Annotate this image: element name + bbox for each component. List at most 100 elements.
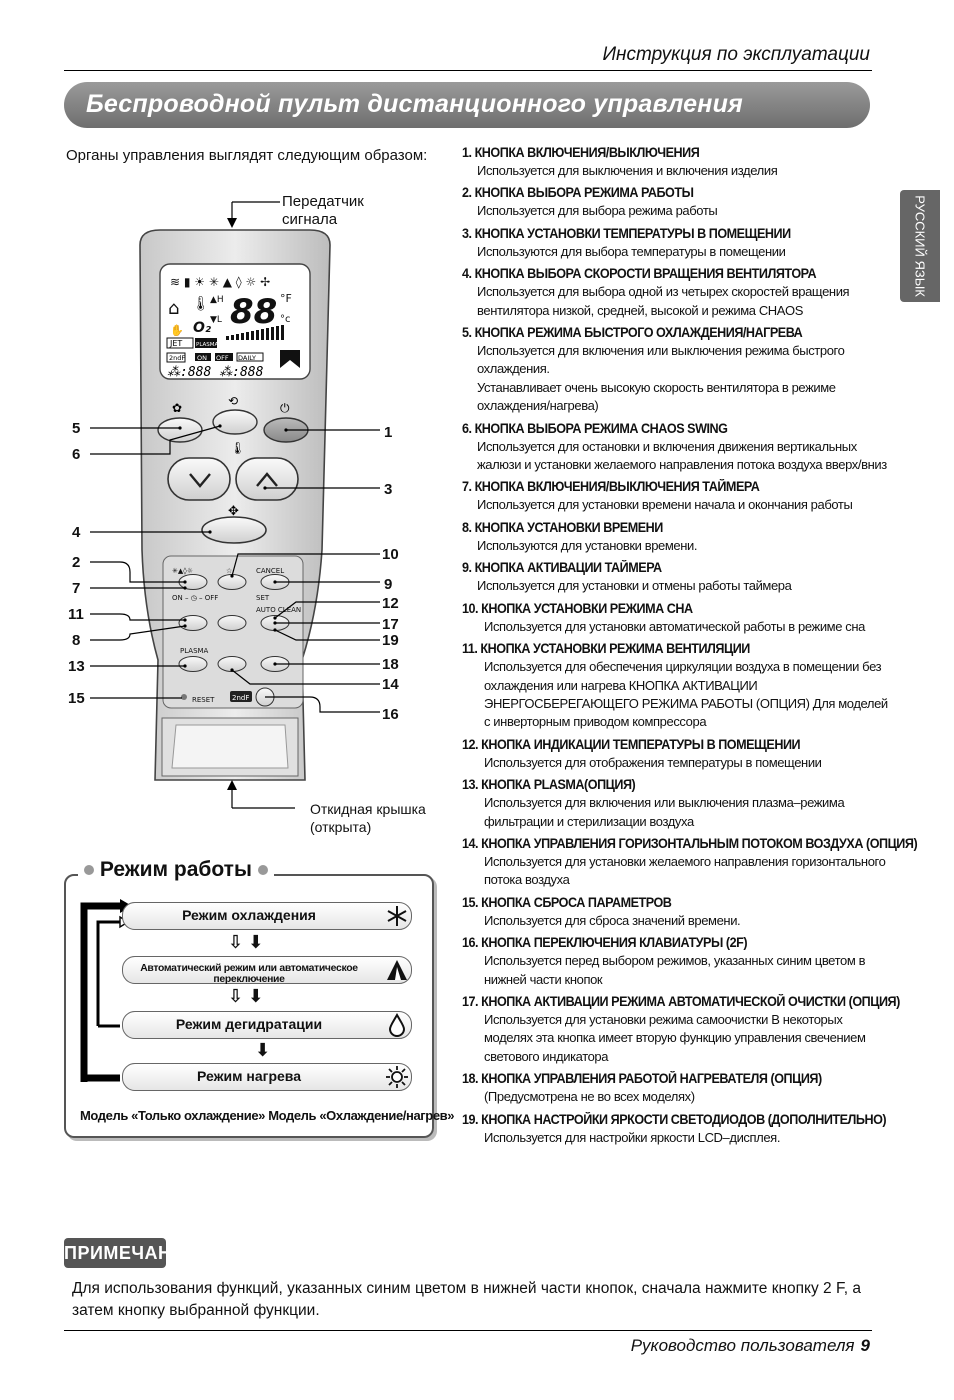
list-item-description: Используется для установки и отмены рабо…	[477, 578, 792, 594]
fan-mode-button[interactable]	[178, 615, 208, 631]
auto-mode-icon	[387, 960, 407, 980]
temp-down-button[interactable]	[167, 457, 231, 501]
jet-mode-button[interactable]	[157, 417, 203, 443]
list-item-description: Используется для установки времени начал…	[477, 497, 853, 513]
callout-14: 14	[382, 676, 399, 693]
header-title: Инструкция по эксплуатации	[602, 44, 870, 65]
list-item-description: Используется для выбора режима работы	[477, 203, 718, 219]
callout-12: 12	[382, 595, 399, 612]
list-item-title: 5. КНОПКА РЕЖИМА БЫСТРОГО ОХЛАЖДЕНИЯ/НАГ…	[462, 325, 803, 341]
list-item-title: 19. КНОПКА НАСТРОЙКИ ЯРКОСТИ СВЕТОДИОДОВ…	[462, 1111, 887, 1127]
svg-text:▼L: ▼L	[210, 315, 222, 325]
list-item-title: 15. КНОПКА СБРОСА ПАРАМЕТРОВ	[462, 894, 672, 910]
modes-footer: Модель «Только охлаждение» Модель «Охлаж…	[80, 1108, 455, 1123]
footer: Руководство пользователя 9	[560, 1336, 870, 1356]
svg-text:✳▲◊☼: ✳▲◊☼	[172, 567, 193, 575]
list-item-description: Используется для включения или выключени…	[477, 343, 845, 377]
mode-auto: Автоматический режим или автоматическое …	[122, 956, 412, 985]
callout-10: 10	[382, 546, 399, 563]
list-item-description: Используется для настройки яркости LCD–д…	[484, 1129, 781, 1145]
callout-2: 2	[72, 554, 81, 571]
footer-rule	[64, 1330, 872, 1331]
list-item-title: 4. КНОПКА ВЫБОРА СКОРОСТИ ВРАЩЕНИЯ ВЕНТИ…	[462, 266, 817, 282]
plasma-label: PLASMA	[180, 647, 209, 655]
list-item-title: 2. КНОПКА ВЫБОРА РЕЖИМА РАБОТЫ	[462, 185, 694, 201]
list-item-description: Используется для установки режима самооч…	[484, 1011, 866, 1064]
intro-text: Органы управления выглядят следующим обр…	[66, 147, 428, 164]
note-badge: ПРИМЕЧАНИЕ	[64, 1238, 197, 1268]
list-item-description: Используется для установки автоматическо…	[484, 618, 865, 634]
chevron-up-icon	[256, 472, 278, 487]
list-item: 4. КНОПКА ВЫБОРА СКОРОСТИ ВРАЩЕНИЯ ВЕНТИ…	[462, 265, 892, 320]
thermometer-icon: 🌡	[230, 441, 245, 455]
reset-button[interactable]	[181, 694, 187, 700]
jet-icon: ✿	[172, 401, 182, 415]
language-tab-label: РУССКИЙ ЯЗЫК	[912, 195, 928, 297]
list-item-title: 17. КНОПКА АКТИВАЦИИ РЕЖИМА АВТОМАТИЧЕСК…	[462, 993, 900, 1009]
cover-label: Откидная крышка (открыта)	[310, 801, 426, 835]
temp-up-button[interactable]	[235, 457, 299, 501]
list-item-description-extra: Устанавливает очень высокую скорость вен…	[477, 379, 836, 414]
list-item-title: 7. КНОПКА ВКЛЮЧЕНИЯ/ВЫКЛЮЧЕНИЯ ТАЙМЕРА	[462, 479, 760, 495]
list-item-title: 11. КНОПКА УСТАНОВКИ РЕЖИМА ВЕНТИЛЯЦИИ	[462, 641, 750, 657]
plasma-button[interactable]	[178, 656, 208, 672]
callout-3: 3	[384, 481, 393, 498]
list-item: 7. КНОПКА ВКЛЮЧЕНИЯ/ВЫКЛЮЧЕНИЯ ТАЙМЕРА Ис…	[462, 478, 892, 514]
footer-title: Руководство пользователя	[630, 1336, 855, 1355]
list-item: 3. КНОПКА УСТАНОВКИ ТЕМПЕРАТУРЫ В ПОМЕЩЕ…	[462, 225, 892, 261]
fan-speed-button[interactable]	[201, 516, 267, 544]
callout-7: 7	[72, 580, 81, 597]
svg-text:88: 88	[230, 292, 277, 332]
auto-clean-label: AUTO CLEAN	[256, 606, 301, 614]
list-item: 16. КНОПКА ПЕРЕКЛЮЧЕНИЯ КЛАВИАТУРЫ (2F)И…	[462, 934, 892, 989]
callout-15: 15	[68, 690, 85, 707]
list-item-title: 12. КНОПКА ИНДИКАЦИИ ТЕМПЕРАТУРЫ В ПОМЕЩ…	[462, 736, 801, 752]
lcd-2ndf: 2ndF	[169, 354, 185, 362]
cancel-label: CANCEL	[256, 567, 284, 575]
swing-button[interactable]	[212, 409, 258, 435]
list-item-description: Используется для установки желаемого нап…	[484, 853, 886, 888]
modes-title: Режим работы	[78, 858, 274, 882]
snowflake-icon	[387, 906, 407, 926]
list-item: 18. КНОПКА УПРАВЛЕНИЯ РАБОТОЙ НАГРЕВАТЕЛ…	[462, 1070, 892, 1106]
list-item-description: Используется перед выбором режимов, указ…	[484, 953, 866, 987]
page-number: 9	[860, 1336, 870, 1355]
callout-5: 5	[72, 420, 81, 437]
mode-heating: Режим нагрева	[122, 1063, 412, 1091]
down-arrow-3: ⬇	[255, 1040, 271, 1060]
reset-label: RESET	[192, 696, 215, 704]
transmitter-label: Передатчик сигнала	[282, 193, 364, 228]
mode-dehumidify: Режим дегидратации	[122, 1011, 412, 1039]
lcd-daily: DAILY	[238, 354, 256, 362]
list-item-title: 3. КНОПКА УСТАНОВКИ ТЕМПЕРАТУРЫ В ПОМЕЩЕ…	[462, 225, 791, 241]
list-item-title: 9. КНОПКА АКТИВАЦИИ ТАЙМЕРА	[462, 560, 662, 576]
lcd-unit-f: °F	[280, 292, 292, 305]
list-item: 5. КНОПКА РЕЖИМА БЫСТРОГО ОХЛАЖДЕНИЯ/НАГ…	[462, 324, 892, 416]
svg-text:✋: ✋	[170, 324, 184, 337]
callout-18: 18	[382, 656, 399, 673]
callout-16: 16	[382, 706, 399, 723]
callout-11: 11	[68, 606, 84, 623]
banner-title: Беспроводной пульт дистанционного управл…	[86, 90, 743, 118]
list-item-description: Используется для сброса значений времени…	[484, 912, 741, 928]
room-temp-button[interactable]	[217, 615, 247, 631]
callout-19: 19	[382, 632, 399, 649]
callout-1: 1	[384, 424, 393, 441]
lcd-plasma: PLASMA	[196, 342, 219, 348]
list-item: 13. КНОПКА PLASMA(ОПЦИЯ)Используется для…	[462, 776, 892, 831]
note-text: Для использования функций, указанных син…	[72, 1280, 861, 1319]
list-item-description: (Предусмотрена не во всех моделях)	[484, 1089, 695, 1105]
svg-text:🌡: 🌡	[192, 296, 210, 312]
list-item-description: Используется для выбора одной из четырех…	[477, 284, 850, 318]
callout-4: 4	[72, 524, 81, 541]
svg-text:▲H: ▲H	[210, 295, 224, 305]
2ndf-badge	[230, 691, 252, 702]
svg-text:⁂:888 ⁂:888: ⁂:888 ⁂:888	[167, 365, 264, 380]
droplet-icon	[388, 1013, 406, 1037]
remote-control-illustration: ≋ ▮ ☀ ✳ ▲ ◊ ☼ ✢ ⌂ 🌡 ▲H ▼L 88 °F °c ✋ O₂ …	[90, 201, 380, 809]
set-label: SET	[256, 594, 270, 602]
